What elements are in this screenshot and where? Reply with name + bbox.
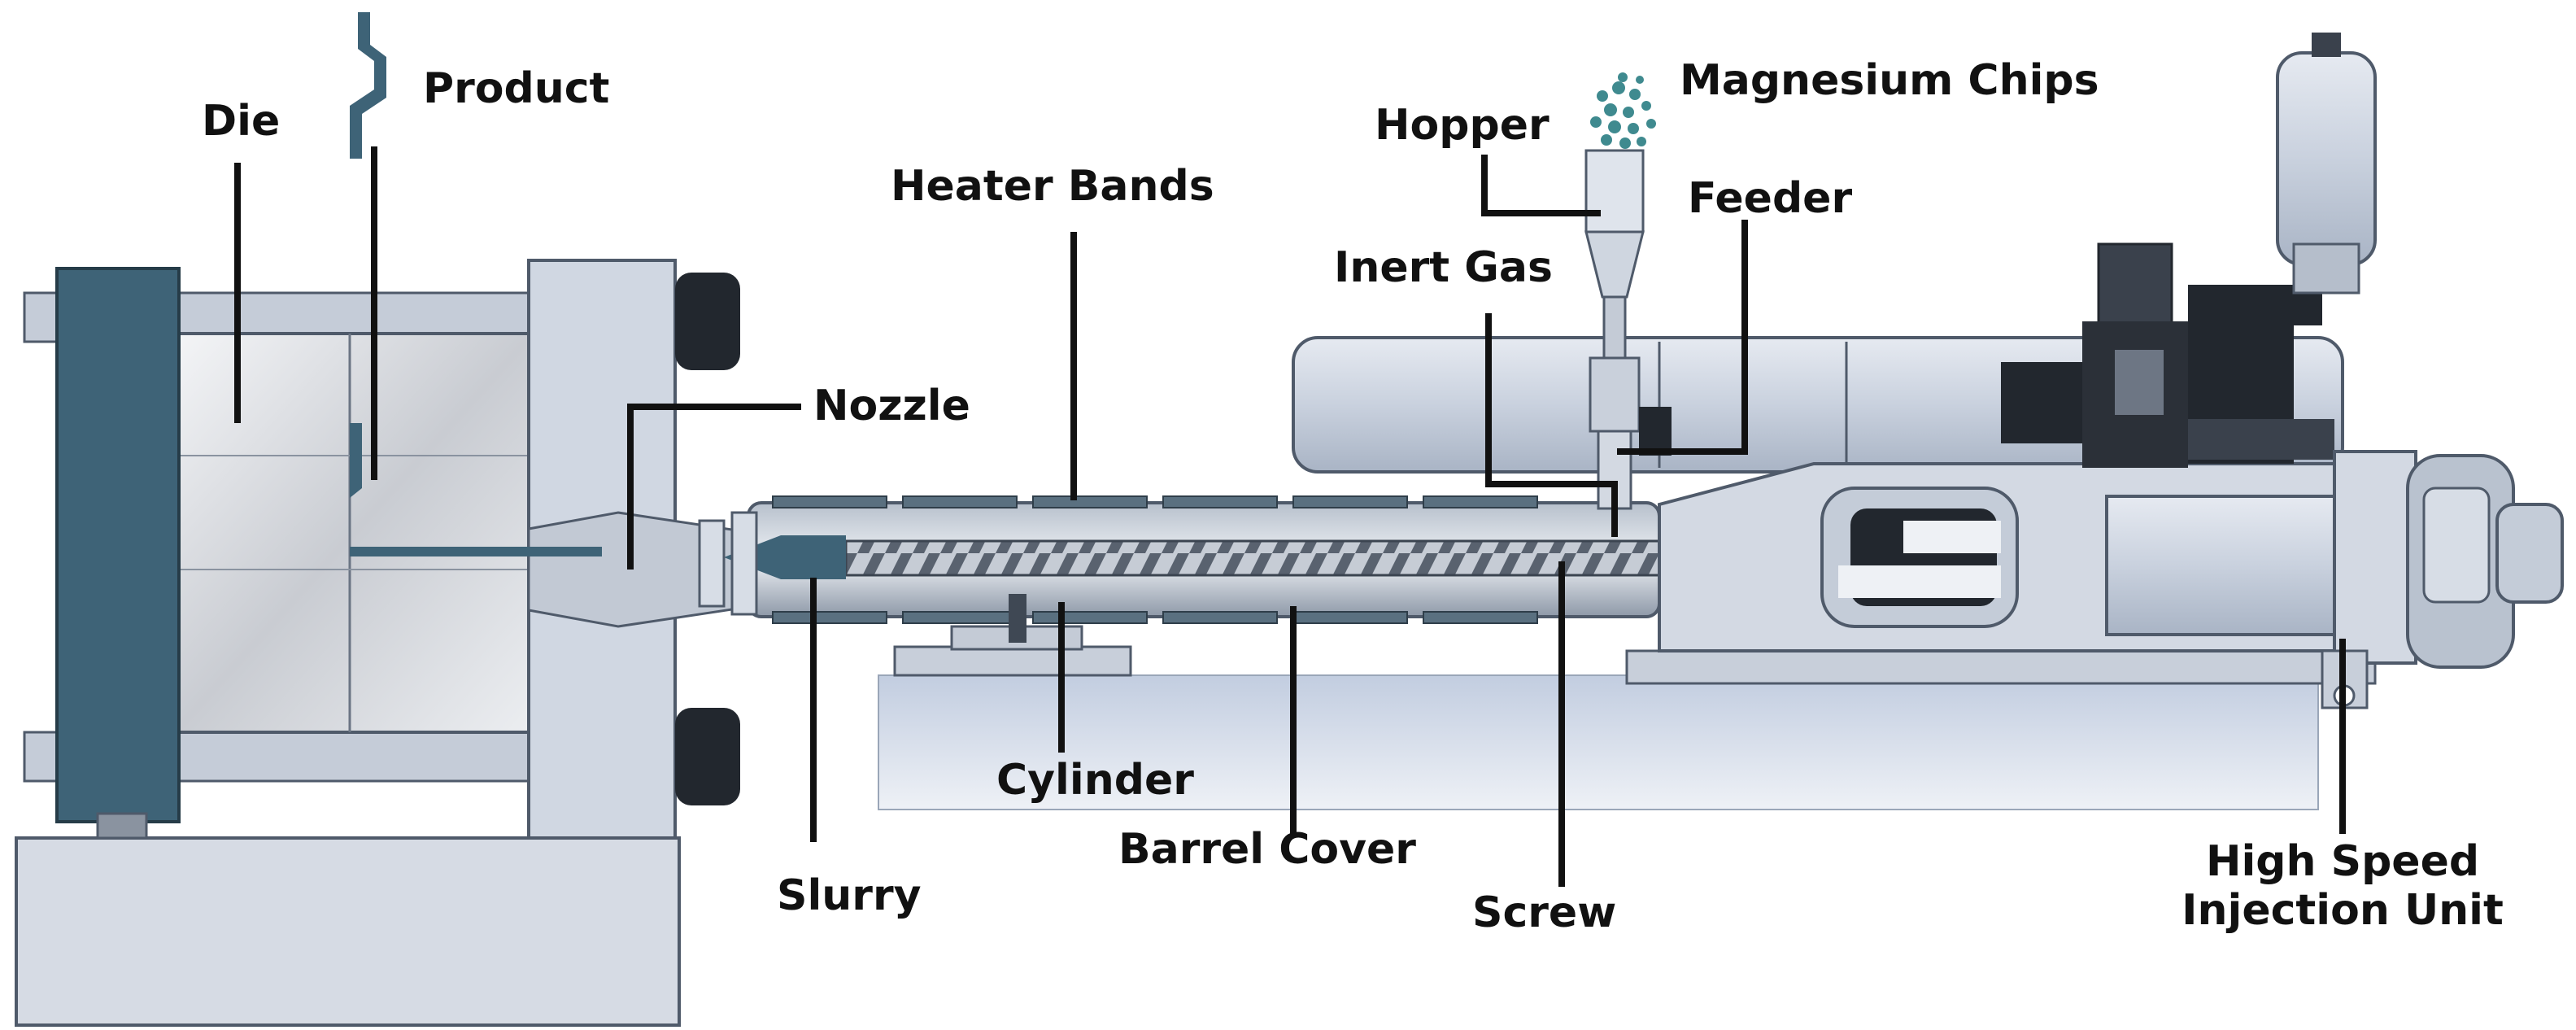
label-cylinder: Cylinder <box>996 756 1194 805</box>
vertical-actuator <box>2276 51 2377 266</box>
machine-base <box>878 674 2319 810</box>
leader-lines <box>234 146 2346 887</box>
label-die: Die <box>202 97 281 146</box>
label-inert-gas: Inert Gas <box>1334 243 1553 292</box>
label-hopper: Hopper <box>1375 101 1550 150</box>
label-high-speed-line2: Injection Unit <box>2182 885 2504 935</box>
label-barrel-cover: Barrel Cover <box>1118 825 1416 874</box>
die-window <box>173 332 534 734</box>
clamp-base <box>15 836 681 1027</box>
product-part <box>350 12 386 159</box>
hopper <box>1584 149 1645 233</box>
label-slurry: Slurry <box>777 871 922 920</box>
high-speed-injection-unit <box>2333 450 2417 665</box>
feeder-unit <box>1589 356 1641 433</box>
magnesium-chips <box>1590 72 1656 149</box>
label-high-speed-injection-unit: High Speed Injection Unit <box>2180 837 2505 936</box>
moving-platen <box>55 267 181 823</box>
label-screw: Screw <box>1472 888 1617 937</box>
label-magnesium-chips: Magnesium Chips <box>1680 56 2099 105</box>
label-nozzle: Nozzle <box>813 382 970 430</box>
label-high-speed-line1: High Speed <box>2205 837 2480 886</box>
label-product: Product <box>423 64 610 113</box>
label-feeder: Feeder <box>1688 174 1853 223</box>
screw-shaft <box>844 539 1661 577</box>
label-heater-bands: Heater Bands <box>891 162 1214 211</box>
